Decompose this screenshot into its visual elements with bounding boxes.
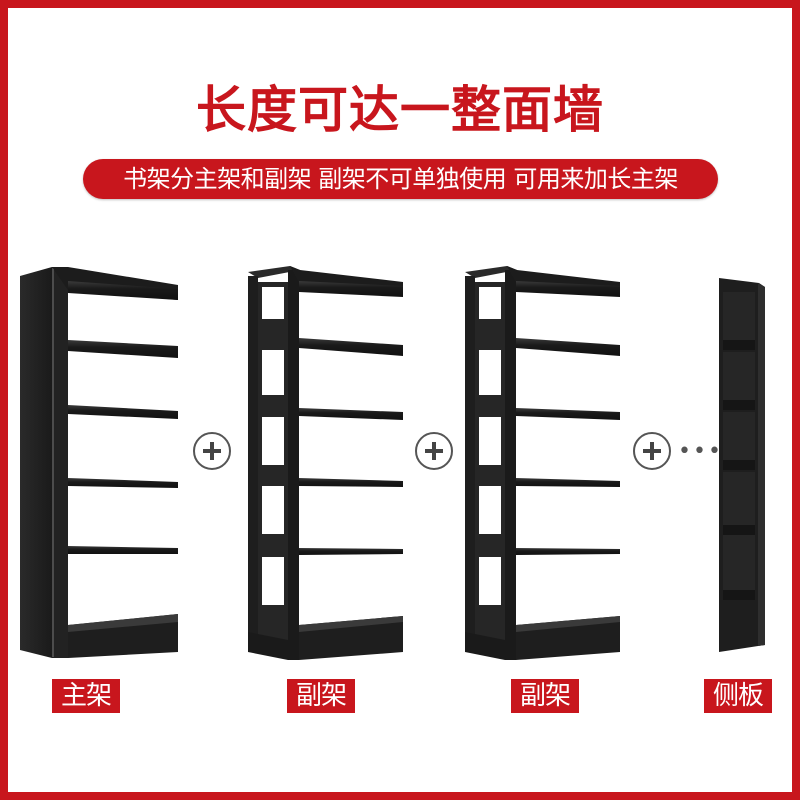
plus-circle-icon [633,432,671,470]
auxiliary-shelf-2 [465,266,620,660]
auxiliary-shelf-1 [248,266,403,660]
plus-circle-icon [415,432,453,470]
subtitle-banner: 书架分主架和副架 副架不可单独使用 可用来加长主架 [83,159,718,199]
label-auxiliary-shelf-1: 副架 [287,679,355,713]
label-main-shelf: 主架 [52,679,120,713]
page-title: 长度可达一整面墙 [196,81,604,139]
label-auxiliary-shelf-2: 副架 [511,679,579,713]
ellipsis-icon: ••• [678,439,723,464]
side-panel [719,278,765,652]
main-shelf [20,267,178,658]
plus-circle-icon [193,432,231,470]
label-side-panel: 侧板 [704,679,772,713]
